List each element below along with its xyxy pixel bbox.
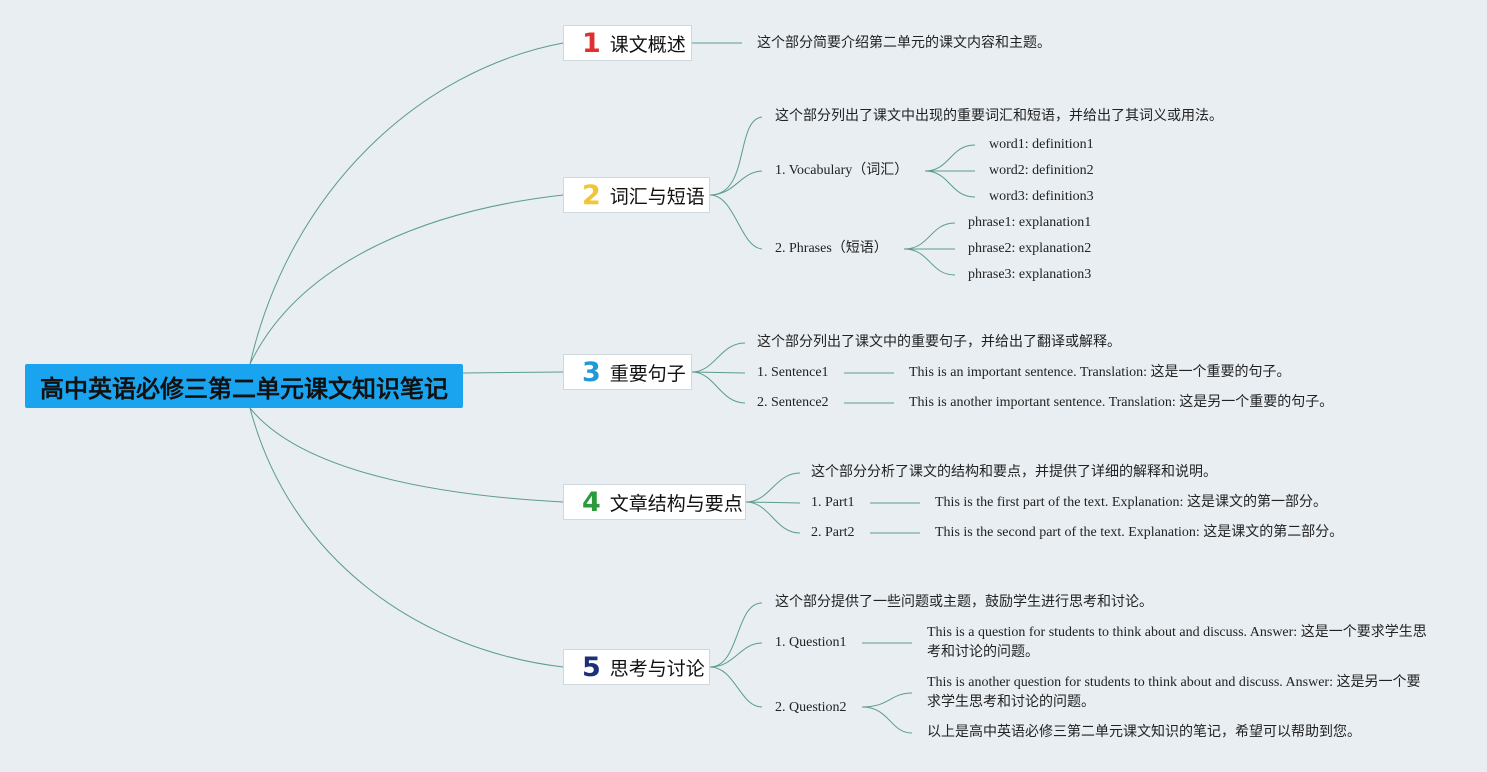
branch-4-label: 文章结构与要点	[609, 492, 743, 515]
phrase-item[interactable]: phrase2: explanation2	[968, 241, 1092, 256]
branch-1-desc[interactable]: 这个部分简要介绍第二单元的课文内容和主题。	[757, 36, 1051, 51]
vocabulary-node[interactable]: 1. Vocabulary（词汇）	[775, 163, 909, 178]
part-node[interactable]: 2. Part2	[811, 525, 855, 540]
branch-1-label: 课文概述	[609, 33, 686, 56]
root-topic[interactable]: 高中英语必修三第二单元课文知识笔记	[25, 364, 463, 408]
part-text[interactable]: This is the second part of the text. Exp…	[935, 525, 1344, 540]
branch-3-topic[interactable]: 3 重要句子	[563, 354, 692, 390]
branch-3-label: 重要句子	[609, 362, 686, 385]
branch-2-desc[interactable]: 这个部分列出了课文中出现的重要词汇和短语，并给出了其词义或用法。	[775, 109, 1223, 124]
branch-3-desc[interactable]: 这个部分列出了课文中的重要句子，并给出了翻译或解释。	[757, 335, 1121, 350]
branch-4-desc[interactable]: 这个部分分析了课文的结构和要点，并提供了详细的解释和说明。	[811, 465, 1217, 480]
phrases-node[interactable]: 2. Phrases（短语）	[775, 241, 888, 256]
branch-2-label: 词汇与短语	[609, 185, 705, 208]
branch-5-label: 思考与讨论	[609, 657, 705, 680]
closing-note[interactable]: 以上是高中英语必修三第二单元课文知识的笔记，希望可以帮助到您。	[927, 725, 1361, 740]
question-node[interactable]: 1. Question1	[775, 635, 847, 650]
question-node[interactable]: 2. Question2	[775, 700, 847, 715]
number-5-icon: 5	[582, 651, 601, 683]
number-1-icon: 1	[582, 27, 601, 59]
part-text[interactable]: This is the first part of the text. Expl…	[935, 495, 1327, 510]
phrase-item[interactable]: phrase3: explanation3	[968, 267, 1092, 282]
number-2-icon: 2	[582, 179, 601, 211]
sentence-text[interactable]: This is another important sentence. Tran…	[909, 395, 1334, 410]
sentence-node[interactable]: 2. Sentence2	[757, 395, 829, 410]
number-3-icon: 3	[582, 356, 601, 388]
vocab-item[interactable]: word3: definition3	[989, 189, 1094, 204]
sentence-text[interactable]: This is an important sentence. Translati…	[909, 365, 1291, 380]
question-text[interactable]: This is another question for students to…	[927, 675, 1421, 710]
branch-2-topic[interactable]: 2 词汇与短语	[563, 177, 710, 213]
vocab-item[interactable]: word1: definition1	[989, 137, 1094, 152]
branch-4-topic[interactable]: 4 文章结构与要点	[563, 484, 746, 520]
branch-5-topic[interactable]: 5 思考与讨论	[563, 649, 710, 685]
question-text[interactable]: This is a question for students to think…	[927, 625, 1427, 660]
sentence-node[interactable]: 1. Sentence1	[757, 365, 829, 380]
vocab-item[interactable]: word2: definition2	[989, 163, 1094, 178]
branch-1-topic[interactable]: 1 课文概述	[563, 25, 692, 61]
part-node[interactable]: 1. Part1	[811, 495, 855, 510]
number-4-icon: 4	[582, 486, 601, 518]
branch-5-desc[interactable]: 这个部分提供了一些问题或主题，鼓励学生进行思考和讨论。	[775, 595, 1153, 610]
phrase-item[interactable]: phrase1: explanation1	[968, 215, 1092, 230]
